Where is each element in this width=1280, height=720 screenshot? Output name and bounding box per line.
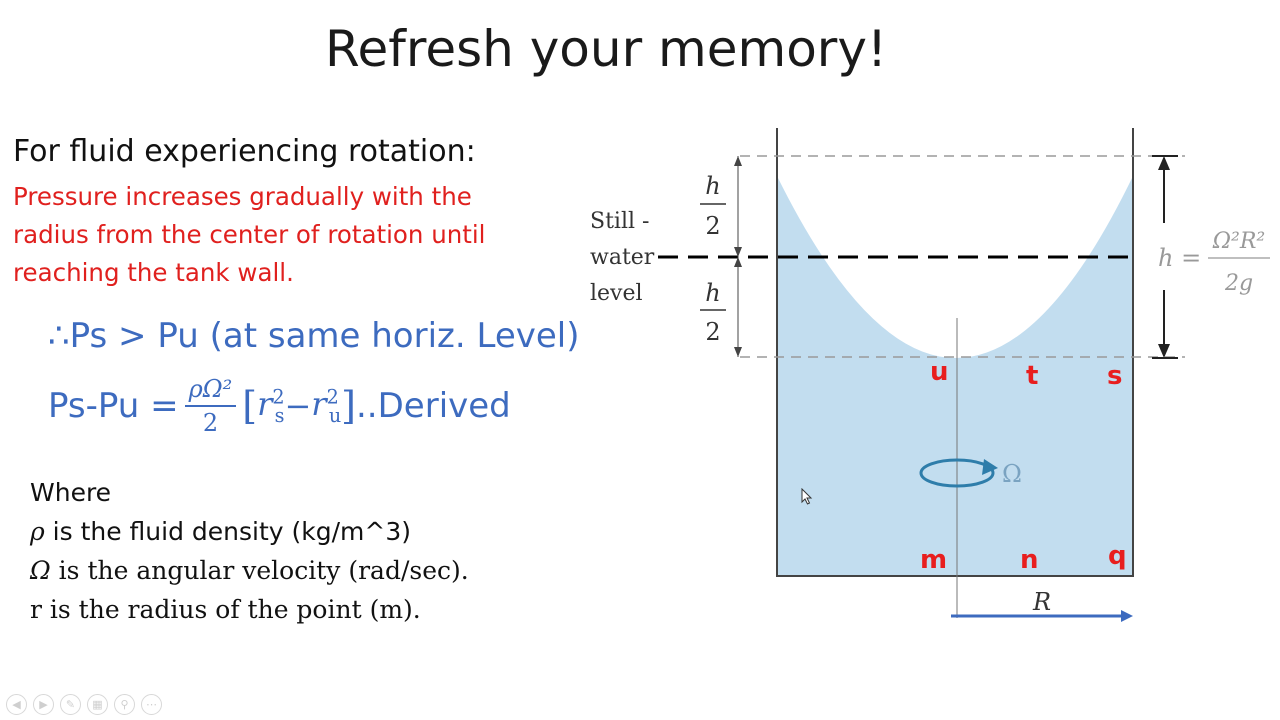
where-heading: Where bbox=[30, 478, 112, 507]
pressure-formula: Ps-Pu = ρΩ² 2 [ r2s − r2u ] ..Derived bbox=[48, 364, 511, 448]
intro-text: For fluid experiencing rotation: bbox=[13, 134, 476, 169]
where-rho-line: ρ is the fluid density (kg/m^3) bbox=[30, 517, 411, 546]
h-half-num-bottom: h bbox=[705, 279, 720, 307]
radius-arrowhead-icon bbox=[1121, 610, 1133, 622]
arrow-head bbox=[734, 347, 742, 357]
where-r-line: r is the radius of the point (m). bbox=[30, 595, 421, 624]
still-water-label-1: Still - bbox=[590, 209, 649, 234]
rotating-tank-diagram: h 2 h 2 Still - water level h = Ω²R² 2g … bbox=[590, 128, 1270, 622]
arrow-head bbox=[734, 247, 742, 257]
slide-title: Refresh your memory! bbox=[325, 20, 887, 78]
slides-icon[interactable]: ▦ bbox=[87, 694, 108, 715]
mouse-cursor-icon bbox=[801, 488, 813, 505]
point-m: m bbox=[920, 545, 947, 575]
arrow-head bbox=[1158, 156, 1170, 170]
point-u: u bbox=[930, 357, 949, 387]
omega-label: Ω bbox=[1002, 460, 1022, 488]
h-equation-den: 2g bbox=[1224, 271, 1253, 296]
arrow-head bbox=[734, 257, 742, 267]
point-t: t bbox=[1026, 361, 1038, 391]
h-half-num-top: h bbox=[705, 172, 720, 200]
point-s: s bbox=[1107, 361, 1122, 391]
fraction-bar bbox=[184, 405, 237, 407]
still-water-label-2: water bbox=[590, 245, 655, 270]
where-block: Where ρ is the fluid density (kg/m^3) Ω … bbox=[30, 478, 469, 634]
bracket-close: ] bbox=[341, 384, 356, 428]
where-omega-line: Ω is the angular velocity (rad/sec). bbox=[30, 556, 469, 585]
formula-fraction: ρΩ² 2 bbox=[184, 375, 237, 437]
point-q: q bbox=[1108, 541, 1127, 571]
more-icon[interactable]: ⋯ bbox=[141, 694, 162, 715]
pressure-note: Pressure increases gradually with the ra… bbox=[13, 178, 553, 292]
formula-numerator: ρΩ² bbox=[188, 375, 233, 403]
pressure-inequality: ∴Ps > Pu (at same horiz. Level) bbox=[48, 316, 580, 356]
pen-icon[interactable]: ✎ bbox=[60, 694, 81, 715]
pressure-note-line: radius from the center of rotation until bbox=[13, 220, 486, 249]
prev-icon[interactable]: ◀ bbox=[6, 694, 27, 715]
still-water-label-3: level bbox=[590, 281, 643, 306]
h-equation-num: Ω²R² bbox=[1212, 229, 1265, 254]
formula-ru: r2u bbox=[311, 384, 342, 428]
arrow-head bbox=[734, 156, 742, 166]
zoom-icon[interactable]: ⚲ bbox=[114, 694, 135, 715]
formula-rs: r2s bbox=[257, 384, 285, 428]
next-icon[interactable]: ▶ bbox=[33, 694, 54, 715]
bracket-open: [ bbox=[242, 384, 258, 428]
h-half-den-bottom: 2 bbox=[705, 318, 720, 346]
slideshow-controls: ◀ ▶ ✎ ▦ ⚲ ⋯ bbox=[6, 694, 162, 715]
pressure-note-line: reaching the tank wall. bbox=[13, 258, 294, 287]
h-half-den-top: 2 bbox=[705, 212, 720, 240]
formula-suffix: ..Derived bbox=[356, 386, 511, 426]
formula-denominator: 2 bbox=[202, 409, 219, 437]
water-body bbox=[777, 176, 1133, 575]
radius-label: R bbox=[1032, 588, 1051, 616]
rotation-icon bbox=[919, 458, 995, 488]
formula-minus: − bbox=[284, 387, 312, 425]
formula-lhs: Ps-Pu = bbox=[48, 386, 179, 426]
point-n: n bbox=[1020, 545, 1039, 575]
h-equation-lhs: h = bbox=[1158, 244, 1201, 272]
pressure-note-line: Pressure increases gradually with the bbox=[13, 182, 472, 211]
arrow-head bbox=[1158, 344, 1170, 358]
rotation-arrowhead-icon bbox=[982, 459, 998, 475]
